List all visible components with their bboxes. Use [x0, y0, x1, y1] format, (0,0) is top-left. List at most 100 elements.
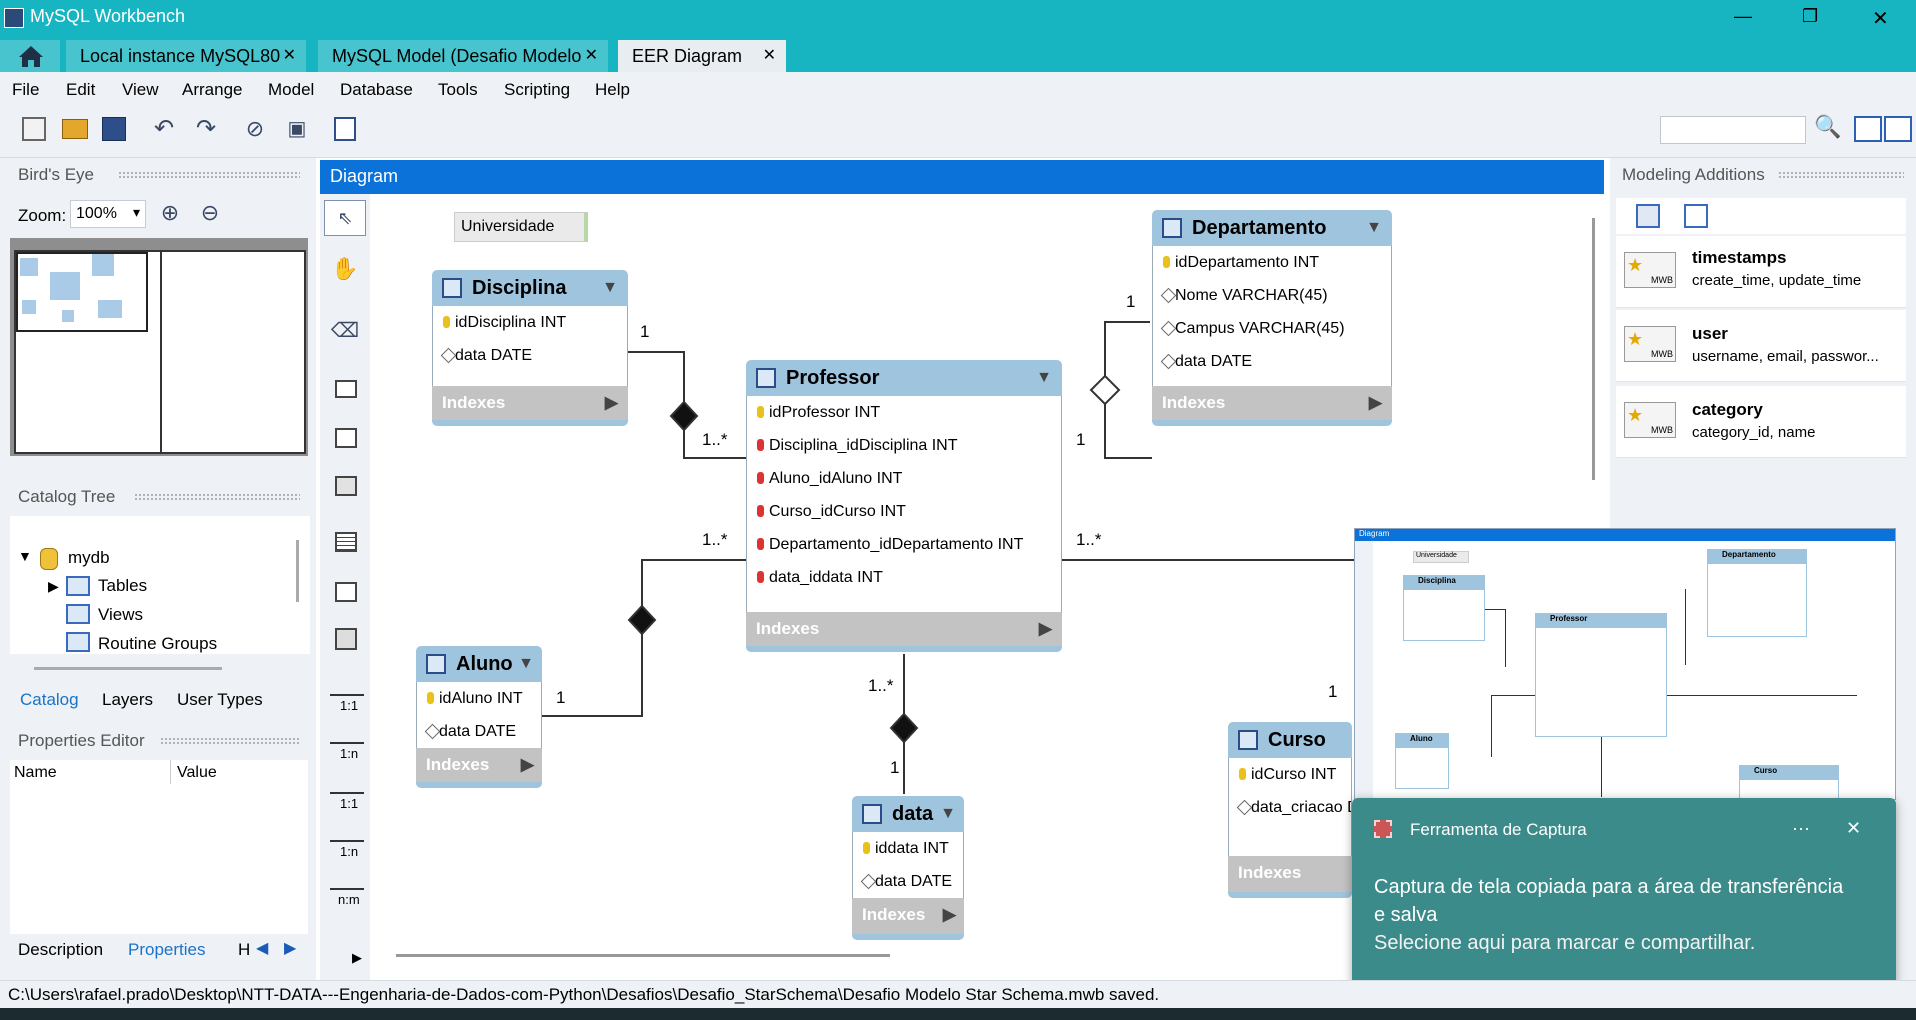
zoom-in-icon[interactable]: ⊕: [160, 200, 180, 225]
snippet-category[interactable]: ★ MWB category category_id, name: [1616, 386, 1906, 458]
expand-arrow-icon[interactable]: ▶: [48, 578, 59, 594]
table-curso-column[interactable]: idCurso INT: [1228, 758, 1352, 791]
expand-arrow-icon[interactable]: ▶: [1368, 393, 1382, 412]
chevron-down-icon[interactable]: ▼: [1036, 369, 1052, 386]
table-curso-header[interactable]: Curso: [1228, 722, 1352, 758]
image-tool-icon[interactable]: [335, 476, 357, 496]
chevron-down-icon[interactable]: ▼: [518, 655, 534, 672]
menu-help[interactable]: Help: [595, 80, 630, 99]
toggle-secondary-sidebar-icon[interactable]: [1884, 116, 1912, 142]
table-aluno-column[interactable]: idAluno INT: [416, 682, 542, 715]
align-icon[interactable]: ▣: [287, 118, 307, 140]
table-departamento-column[interactable]: data DATE: [1152, 345, 1392, 378]
tab-history[interactable]: H: [238, 940, 251, 959]
birds-eye-view[interactable]: [10, 238, 308, 456]
view-tool-icon[interactable]: [335, 582, 357, 602]
scroll-corner-icon[interactable]: ▶: [352, 950, 362, 965]
notification-close-button[interactable]: ✕: [1846, 818, 1862, 838]
table-aluno-column[interactable]: data DATE: [416, 715, 542, 748]
expand-arrow-icon[interactable]: ▶: [942, 905, 956, 924]
tab-description[interactable]: Description: [18, 940, 104, 959]
tabs-scroll-left-icon[interactable]: ◀: [256, 940, 269, 957]
toggle-sidebar-icon[interactable]: [1854, 116, 1882, 142]
chevron-down-icon[interactable]: ▼: [602, 279, 618, 296]
new-file-icon[interactable]: [22, 117, 46, 141]
tab-mysql-model[interactable]: MySQL Model (Desafio Modelo St... ✕: [318, 40, 608, 98]
snippet-user[interactable]: ★ MWB user username, email, passwor...: [1616, 310, 1906, 382]
rel-one-one-tool[interactable]: 1:1: [330, 690, 364, 716]
save-icon[interactable]: [102, 117, 126, 141]
new-diagram-icon[interactable]: [334, 117, 356, 141]
table-departamento-column[interactable]: idDepartamento INT: [1152, 246, 1392, 279]
menu-arrange[interactable]: Arrange: [182, 80, 243, 99]
toolbar-search-input[interactable]: [1660, 116, 1806, 144]
table-disciplina-header[interactable]: Disciplina ▼: [432, 270, 628, 306]
table-departamento-column[interactable]: Campus VARCHAR(45): [1152, 312, 1392, 345]
menu-view[interactable]: View: [122, 80, 159, 99]
table-departamento-column[interactable]: Nome VARCHAR(45): [1152, 279, 1392, 312]
undo-icon[interactable]: ↶: [153, 115, 175, 142]
table-data-indexes[interactable]: Indexes ▶: [852, 898, 964, 940]
tree-horizontal-scrollbar[interactable]: [34, 667, 222, 670]
notification-more-button[interactable]: ···: [1792, 818, 1810, 838]
tree-tables[interactable]: Tables: [98, 576, 148, 595]
menu-tools[interactable]: Tools: [438, 80, 478, 99]
close-icon[interactable]: ✕: [762, 47, 776, 64]
menu-file[interactable]: File: [12, 80, 40, 99]
table-data-column[interactable]: iddata INT: [852, 832, 964, 865]
tab-layers[interactable]: Layers: [102, 690, 154, 709]
table-curso-indexes[interactable]: Indexes: [1228, 856, 1352, 898]
canvas-horizontal-scrollbar[interactable]: [396, 954, 890, 957]
table-professor-column[interactable]: data_iddata INT: [746, 561, 1062, 594]
table-professor-column[interactable]: Curso_idCurso INT: [746, 495, 1062, 528]
menu-model[interactable]: Model: [268, 80, 315, 99]
tab-properties[interactable]: Properties: [128, 940, 206, 959]
chevron-down-icon[interactable]: ▼: [1366, 219, 1382, 236]
table-departamento-header[interactable]: Departamento ▼: [1152, 210, 1392, 246]
tree-db[interactable]: mydb: [68, 548, 110, 567]
table-professor-indexes[interactable]: Indexes ▶: [746, 612, 1062, 652]
expand-arrow-icon[interactable]: ▶: [1038, 619, 1052, 638]
tree-routine-groups[interactable]: Routine Groups: [98, 634, 218, 653]
zoom-select[interactable]: 100% ▾: [70, 200, 146, 228]
minimize-button[interactable]: —: [1734, 6, 1752, 26]
table-professor-column[interactable]: idProfessor INT: [746, 396, 1062, 429]
table-departamento-indexes[interactable]: Indexes ▶: [1152, 386, 1392, 426]
table-professor-column[interactable]: Aluno_idAluno INT: [746, 462, 1062, 495]
table-curso-column[interactable]: data_criacao D: [1228, 791, 1352, 824]
tab-eer-diagram[interactable]: EER Diagram ✕: [618, 40, 786, 72]
routine-group-tool-icon[interactable]: [335, 628, 357, 650]
add-snippet-icon[interactable]: [1684, 204, 1708, 228]
table-tool-icon[interactable]: [335, 532, 357, 552]
birds-eye-viewport[interactable]: [16, 252, 148, 332]
tree-vertical-scrollbar[interactable]: [296, 540, 299, 602]
snip-notification[interactable]: Ferramenta de Captura ··· ✕ Captura de t…: [1352, 798, 1896, 986]
zoom-out-icon[interactable]: ⊖: [200, 200, 220, 225]
hand-tool-icon[interactable]: ✋: [331, 256, 359, 281]
tree-views[interactable]: Views: [98, 605, 144, 624]
table-professor-column[interactable]: Disciplina_idDisciplina INT: [746, 429, 1062, 462]
rel-one-many-identifying-tool[interactable]: 1:n: [330, 836, 364, 862]
table-data-column[interactable]: data DATE: [852, 865, 964, 898]
menu-scripting[interactable]: Scripting: [504, 80, 571, 99]
rel-many-many-tool[interactable]: n:m: [330, 884, 364, 910]
tab-catalog[interactable]: Catalog: [20, 690, 79, 709]
table-disciplina-column[interactable]: idDisciplina INT: [432, 306, 628, 339]
table-aluno-header[interactable]: Aluno ▼: [416, 646, 542, 682]
menu-edit[interactable]: Edit: [66, 80, 96, 99]
table-disciplina-column[interactable]: data DATE: [432, 339, 628, 372]
expand-arrow-icon[interactable]: ▶: [604, 393, 618, 412]
table-aluno-indexes[interactable]: Indexes ▶: [416, 748, 542, 788]
redo-icon[interactable]: ↷: [195, 115, 217, 142]
pointer-tool-icon[interactable]: ⇖: [324, 200, 366, 236]
chevron-down-icon[interactable]: ▼: [940, 805, 956, 822]
layer-tool-icon[interactable]: [335, 380, 357, 398]
tab-local-instance[interactable]: Local instance MySQL80 ✕: [66, 40, 306, 72]
expand-arrow-icon[interactable]: ▼: [18, 548, 32, 564]
search-icon[interactable]: 🔍: [1814, 114, 1842, 139]
close-icon[interactable]: ✕: [282, 47, 296, 64]
tab-user-types[interactable]: User Types: [177, 690, 263, 709]
table-disciplina-indexes[interactable]: Indexes ▶: [432, 386, 628, 426]
toggle-grid-icon[interactable]: ⊘: [245, 116, 265, 141]
menu-database[interactable]: Database: [340, 80, 413, 99]
